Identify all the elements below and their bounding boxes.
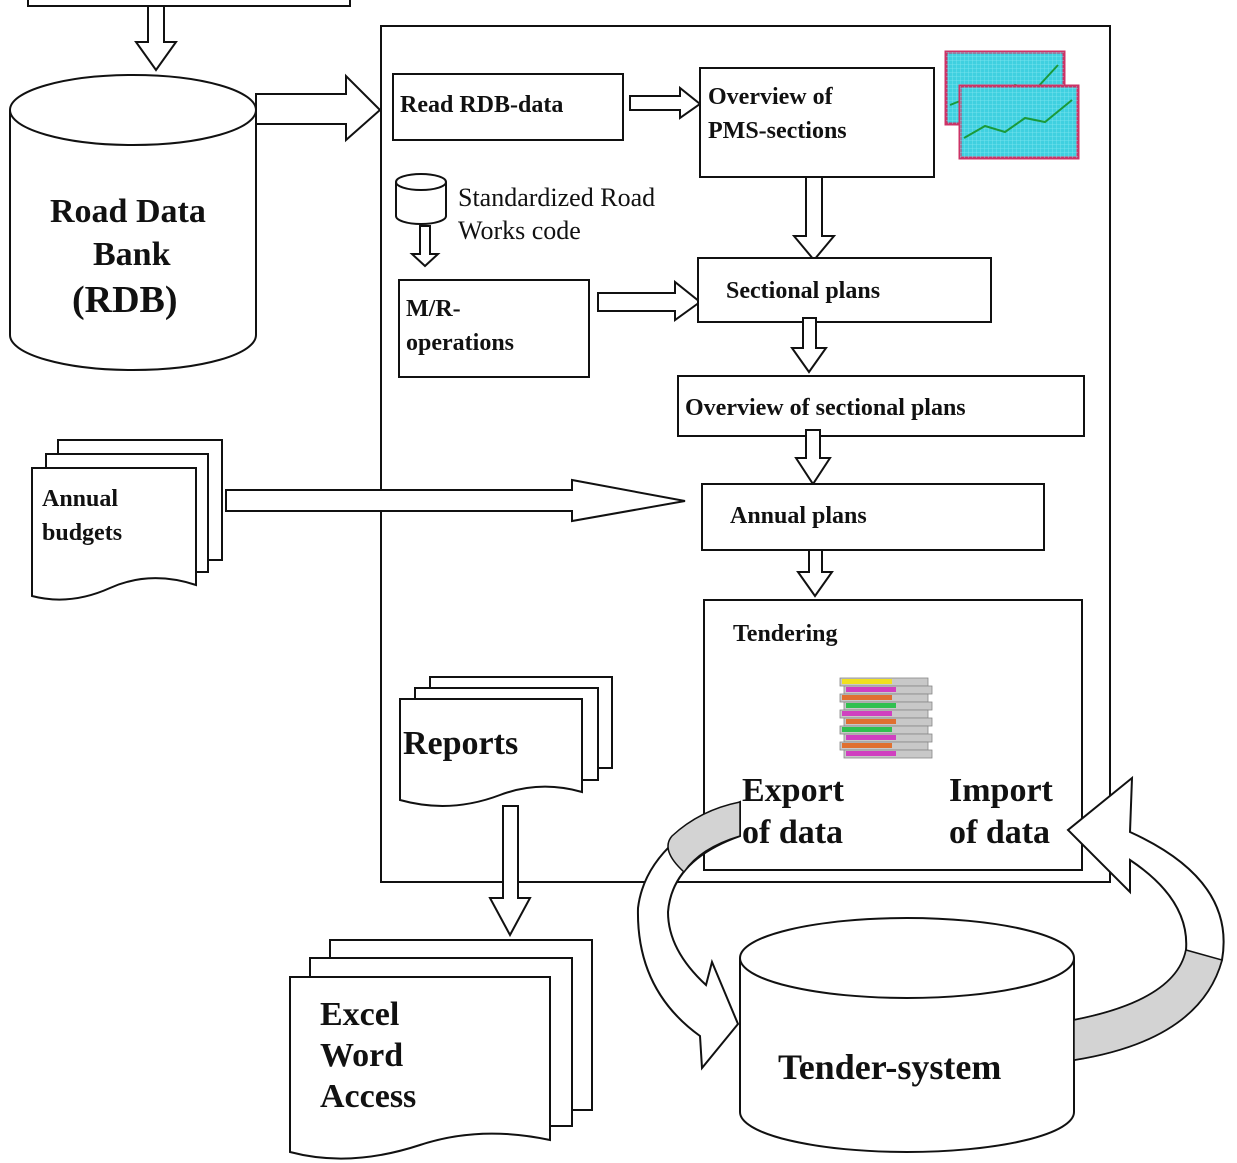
annual-budgets-documents bbox=[31, 439, 223, 601]
chart-icon bbox=[944, 50, 1080, 160]
arrow-sectional-to-overview bbox=[790, 317, 828, 374]
arrow-rdb-to-system bbox=[255, 73, 382, 143]
arrow-overview-to-sectional bbox=[791, 176, 837, 262]
mr-operations-label-line1: M/R- bbox=[406, 296, 461, 322]
annual-budgets-label-line1: Annual bbox=[42, 486, 119, 512]
export-data-label-line1: Export bbox=[742, 772, 844, 809]
office-docs-label-line3: Access bbox=[320, 1078, 417, 1115]
arrow-code-to-operations bbox=[409, 225, 441, 268]
overview-sectional-label: Overview of sectional plans bbox=[685, 395, 966, 421]
annual-plans-box bbox=[701, 483, 1045, 551]
import-data-label-line2: of data bbox=[949, 814, 1051, 851]
read-rdb-label: Read RDB-data bbox=[400, 92, 564, 118]
office-docs-label-line1: Excel bbox=[320, 996, 400, 1033]
arrow-reports-to-office bbox=[488, 805, 532, 938]
top-source-box bbox=[27, 0, 351, 7]
mr-operations-box bbox=[398, 279, 590, 378]
office-documents bbox=[289, 939, 593, 1160]
standardized-code-label-line1: Standardized Road bbox=[458, 183, 656, 212]
overview-pms-label-line1: Overview of bbox=[708, 84, 833, 110]
small-database-icon bbox=[395, 173, 447, 225]
office-docs-label-line2: Word bbox=[320, 1037, 404, 1074]
stack-sheet-color bbox=[846, 703, 896, 708]
rdb-label-line1: Road Data bbox=[50, 193, 206, 230]
stack-sheet-color bbox=[846, 687, 896, 692]
stack-sheet-color bbox=[842, 727, 892, 732]
arrow-overview-to-annual bbox=[794, 429, 832, 486]
tendering-label: Tendering bbox=[733, 621, 838, 647]
stack-sheet-color bbox=[846, 719, 896, 724]
read-rdb-box bbox=[392, 73, 624, 141]
sectional-plans-box bbox=[697, 257, 992, 323]
import-data-label-line1: Import bbox=[949, 772, 1053, 809]
tender-system-label: Tender-system bbox=[778, 1047, 1002, 1087]
overview-pms-label-line2: PMS-sections bbox=[708, 118, 847, 144]
main-system-box bbox=[380, 25, 1111, 883]
export-data-label-line2: of data bbox=[742, 814, 844, 851]
rdb-label-line3: (RDB) bbox=[72, 279, 178, 321]
export-loop-arrow bbox=[636, 800, 741, 1071]
overview-sectional-box bbox=[677, 375, 1085, 437]
mr-operations-label-line2: operations bbox=[406, 330, 514, 356]
annual-plans-label: Annual plans bbox=[730, 503, 867, 529]
standardized-code-label-line2: Works code bbox=[458, 216, 581, 245]
stack-sheet-color bbox=[846, 735, 896, 740]
overview-pms-box bbox=[699, 67, 935, 178]
arrow-read-to-overview bbox=[629, 85, 702, 120]
arrow-annual-to-tendering bbox=[796, 549, 834, 598]
annual-budgets-label-line2: budgets bbox=[42, 520, 123, 546]
sectional-plans-label: Sectional plans bbox=[726, 278, 881, 304]
import-loop-arrow bbox=[1066, 775, 1225, 1062]
arrow-operations-to-sectional bbox=[597, 279, 702, 322]
rdb-label-line2: Bank bbox=[93, 236, 171, 273]
reports-label: Reports bbox=[403, 725, 519, 762]
stack-sheet-color bbox=[842, 743, 892, 748]
road-data-bank-cylinder bbox=[9, 74, 257, 371]
stack-sheet-color bbox=[842, 695, 892, 700]
stack-sheet-color bbox=[842, 711, 892, 716]
stack-sheet-color bbox=[842, 679, 892, 684]
reports-documents bbox=[399, 676, 613, 807]
tender-system-cylinder bbox=[739, 917, 1075, 1153]
document-stack-icon bbox=[839, 677, 933, 759]
stack-sheet-color bbox=[846, 751, 896, 756]
arrow-top-to-rdb bbox=[134, 5, 178, 72]
arrow-budgets-to-annual bbox=[225, 478, 686, 523]
